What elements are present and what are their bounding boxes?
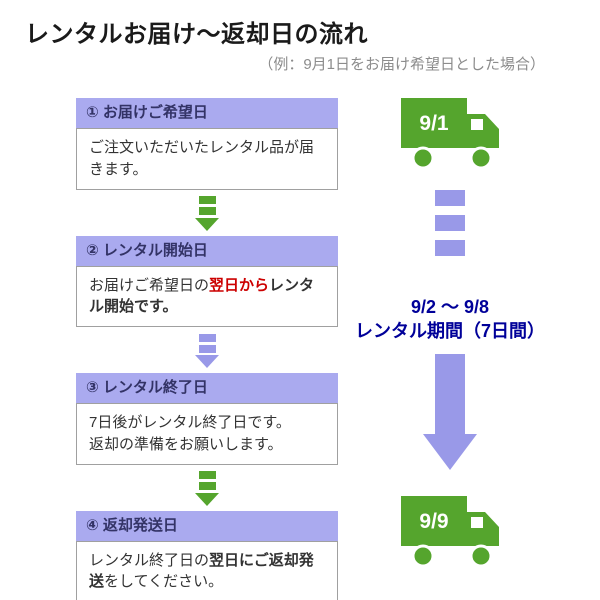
step-body-text: レンタル開始です。 [89,276,315,316]
arrowhead-icon [195,492,219,506]
period-label: レンタル期間（7日間） [354,321,545,342]
step-box: ③ レンタル終了日 7日後がレンタル終了日です。 返却の準備をお願いします。 [76,373,338,465]
steps-column: ① お届けご希望日ご注文いただいたレンタル品が届きます。② レンタル開始日お届け… [76,98,338,600]
step-body-text: 翌日から [209,276,270,294]
step-heading: ② レンタル開始日 [76,235,338,266]
return-truck-icon: 9/9 [399,494,501,568]
step-body-text: お届けご希望日の [89,276,210,294]
arrow-dash [435,240,465,256]
flow-arrow [76,465,338,511]
arrow-dash [435,215,465,231]
step-body-text: をしてください。 [104,573,224,591]
timeline-column: 9/1 9/2 ～ 9/8 レンタル期間（7日間） 9/9 [350,96,550,568]
step-body: レンタル終了日の翌日にご返却発送をしてください。 [76,540,338,600]
step-body: お届けご希望日の翌日からレンタル開始です。 [76,265,338,327]
truck-icon: 9/1 [401,98,499,170]
arrowhead-icon [195,355,219,368]
step-box: ① お届けご希望日ご注文いただいたレンタル品が届きます。 [76,98,338,190]
step-body-text: 翌日にご返却発送 [89,551,314,591]
timeline-dashed-arrow [435,190,465,265]
truck-icon: 9/9 [401,495,499,568]
arrow-dash [198,344,216,353]
step-body-text: 7日後がレンタル終了日です。 返却の準備をお願いします。 [89,414,291,453]
arrow-dash [198,333,216,342]
arrow-dash [198,207,216,215]
page-title: レンタルお届け～返却日の流れ [25,21,368,48]
flow-arrow [76,327,338,373]
step-body-text: レンタル終了日の [89,551,210,569]
arrow-dash [198,482,216,490]
start-date-label: 9/1 [419,112,449,135]
arrow-dash [435,190,465,206]
arrowhead-icon [195,217,219,231]
rental-period-text: 9/2 ～ 9/8 レンタル期間（7日間） [355,295,545,344]
end-date-label: 9/9 [419,510,448,533]
step-body: ご注文いただいたレンタル品が届きます。 [76,128,338,190]
step-heading: ① お届けご希望日 [76,98,338,128]
step-body-text: ご注文いただいたレンタル品が届きます。 [89,139,315,178]
step-heading: ④ 返却発送日 [76,510,338,541]
timeline-arrowhead-icon [423,433,477,470]
period-range: 9/2 ～ 9/8 [410,297,490,317]
step-heading: ③ レンタル終了日 [76,373,338,403]
step-body: 7日後がレンタル終了日です。 返却の準備をお願いします。 [76,403,338,465]
step-box: ② レンタル開始日お届けご希望日の翌日からレンタル開始です。 [76,235,338,327]
step-box: ④ 返却発送日レンタル終了日の翌日にご返却発送をしてください。 [76,510,338,600]
delivery-truck-icon: 9/1 [399,96,501,170]
timeline-arrow-bar [435,353,465,434]
page-subtitle: （例：9月1日をお届け希望日とした場合） [258,56,545,73]
arrow-dash [198,471,216,479]
arrow-dash [198,196,216,204]
flow-arrow [76,190,338,236]
